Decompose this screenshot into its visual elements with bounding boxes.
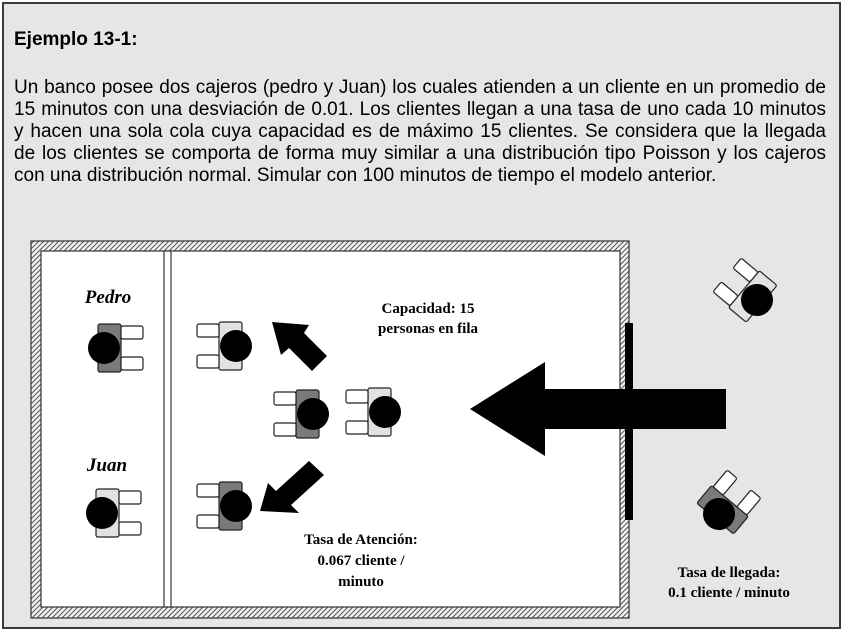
arriving-customer-icon [711, 255, 786, 330]
arrival-arrow [470, 362, 726, 456]
capacity-label-line1: Capacidad: 15 [382, 301, 475, 317]
example-heading: Ejemplo 13-1: [14, 29, 138, 50]
arriving-customer-icon [689, 468, 764, 543]
service-rate-line2: 0.067 cliente / [317, 553, 405, 569]
arrow-to-juan [260, 461, 324, 513]
service-rate-line1: Tasa de Atención: [304, 532, 418, 548]
teller-counter [163, 250, 172, 608]
service-rate-line3: minuto [338, 574, 384, 590]
teller-pedro-label: Pedro [84, 287, 131, 308]
arrival-rate-line2: 0.1 cliente / minuto [668, 585, 790, 601]
teller-juan-label: Juan [86, 455, 127, 476]
arrow-to-pedro [272, 322, 327, 371]
problem-statement: Un banco posee dos cajeros (pedro y Juan… [14, 77, 826, 186]
capacity-label-line2: personas en fila [378, 321, 479, 337]
arrival-rate-line1: Tasa de llegada: [678, 565, 781, 581]
